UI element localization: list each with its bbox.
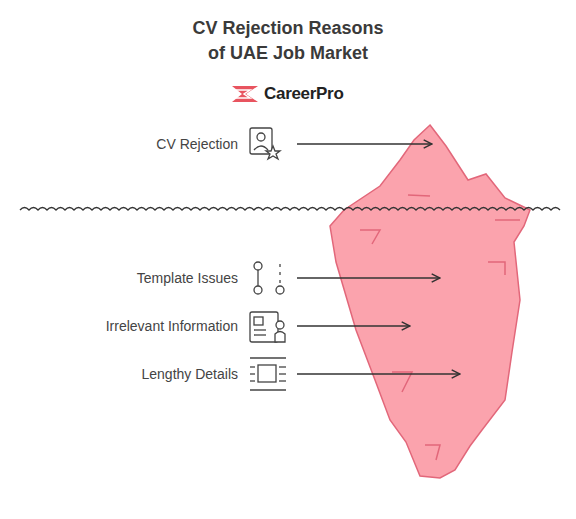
irrelevant-icon	[250, 312, 285, 342]
tip-label: CV Rejection	[156, 135, 238, 153]
template-icon	[254, 262, 284, 294]
reason-label: Lengthy Details	[141, 365, 238, 383]
leader-arrows	[297, 144, 460, 374]
logo-icon	[232, 86, 258, 102]
iceberg	[330, 125, 530, 478]
diagram-title: CV Rejection Reasons of UAE Job Market	[182, 16, 394, 66]
lengthy-icon	[250, 358, 286, 390]
title-wrap: CV Rejection Reasons of UAE Job Market	[0, 16, 576, 66]
cv-icon	[250, 128, 280, 159]
iceberg-cracks	[360, 195, 520, 460]
reason-label: Template Issues	[137, 269, 238, 287]
logo-text: CareerPro	[264, 84, 344, 104]
water-line	[20, 208, 560, 211]
reason-label: Irrelevant Information	[106, 317, 238, 335]
